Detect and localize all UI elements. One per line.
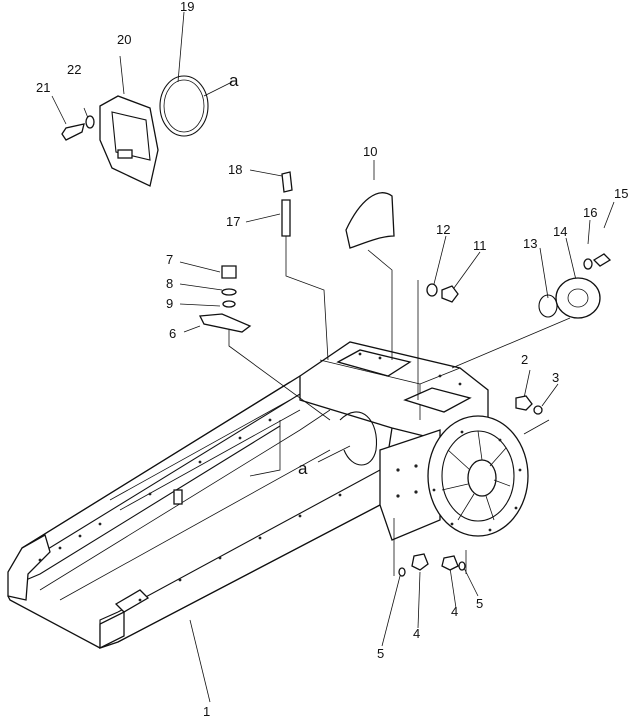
callout-11: 11 (473, 238, 487, 253)
part-16-washer (583, 258, 593, 270)
part-18-fitting (281, 171, 293, 193)
part-5-washer-right (458, 561, 466, 571)
part-14-cover (555, 277, 601, 319)
part-9-washer (222, 300, 236, 308)
reference-mark-a-top: a (229, 71, 239, 90)
part-5-washer-left (398, 567, 406, 577)
part-13-o-ring (538, 294, 558, 318)
part-10-guard (345, 192, 395, 249)
part-4-nut-left (411, 553, 429, 571)
part-11-nut (441, 285, 459, 303)
callout-19: 19 (180, 0, 194, 14)
callout-15: 15 (614, 186, 628, 201)
part-8-washer (221, 288, 237, 296)
part-3-washer (533, 405, 543, 415)
callout-4-right: 4 (451, 604, 458, 619)
callout-18: 18 (228, 162, 242, 177)
part-19-o-ring (159, 75, 209, 137)
callout-22: 22 (67, 62, 81, 77)
callout-1: 1 (203, 704, 210, 716)
part-6-plate (198, 313, 252, 333)
callout-21: 21 (36, 80, 50, 95)
callout-13: 13 (523, 236, 537, 251)
callout-8: 8 (166, 276, 173, 291)
part-4-nut-right (441, 555, 459, 571)
callout-7: 7 (166, 252, 173, 267)
frame-bolt-holes (38, 352, 522, 602)
callout-12: 12 (436, 222, 450, 237)
part-21-bolt (61, 123, 85, 141)
callout-labels: 1 2 3 4 4 5 5 6 7 8 9 10 11 12 13 14 15 … (36, 0, 628, 716)
callout-17: 17 (226, 214, 240, 229)
callout-9: 9 (166, 296, 173, 311)
main-frame-part-1 (7, 341, 529, 650)
leader-lines (51, 11, 615, 703)
part-17-pin (281, 199, 291, 237)
part-12-washer (426, 283, 438, 297)
callout-10: 10 (363, 144, 377, 159)
part-22-washer (85, 115, 95, 129)
callout-2: 2 (521, 352, 528, 367)
part-15-bolt (592, 253, 612, 267)
reference-mark-a-frame: a (298, 459, 308, 478)
callout-3: 3 (552, 370, 559, 385)
part-7-bolt (221, 265, 237, 279)
callout-14: 14 (553, 224, 567, 239)
callout-6: 6 (169, 326, 176, 341)
callout-5-left: 5 (377, 646, 384, 661)
callout-16: 16 (583, 205, 597, 220)
part-20-cover-plate (99, 95, 159, 187)
callout-5-right: 5 (476, 596, 483, 611)
callout-4-left: 4 (413, 626, 420, 641)
part-2-nut (515, 395, 533, 411)
callout-20: 20 (117, 32, 131, 47)
